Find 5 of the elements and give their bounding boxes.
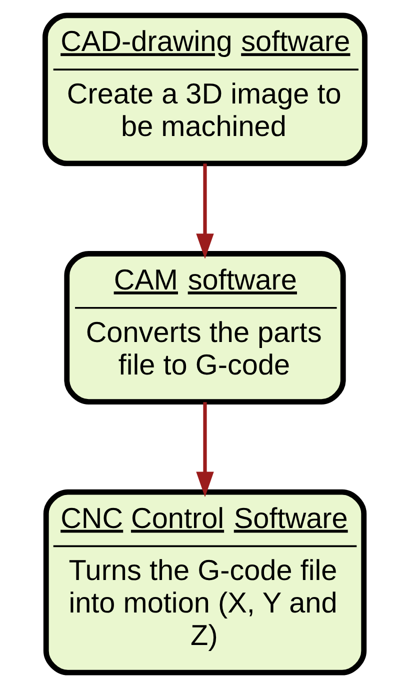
arrow	[196, 164, 214, 259]
node-box: CAM software Converts the parts file to G-code	[64, 251, 346, 404]
node-box: CNC Control Software Turns the G-code file into motion (X, Y and Z)	[43, 489, 367, 676]
arrow	[196, 402, 214, 498]
node-box: CAD-drawing software Create a 3D image to be machined	[42, 12, 368, 166]
